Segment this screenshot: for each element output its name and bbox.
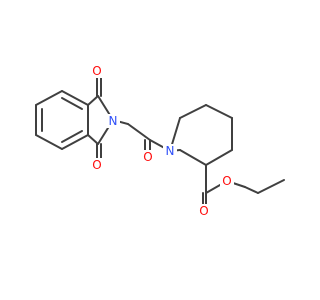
bonds xyxy=(35,75,285,208)
label-mask xyxy=(90,64,104,78)
bond xyxy=(205,149,233,166)
bond xyxy=(87,134,99,145)
bond xyxy=(61,90,89,106)
molecule-structure: O O N O N O O xyxy=(35,64,285,218)
bond xyxy=(61,97,83,110)
oxygen-atom-ester-alkoxy: O xyxy=(222,174,231,188)
oxygen-atom-top: O xyxy=(92,64,101,78)
bond xyxy=(35,90,63,106)
nitrogen-atom-imide: N xyxy=(109,114,118,128)
bond xyxy=(205,104,233,119)
oxygen-atom-amide: O xyxy=(143,150,152,164)
bond xyxy=(61,134,89,150)
bond xyxy=(61,130,83,143)
molecule-canvas: O O N O N O O xyxy=(35,64,285,218)
label-mask xyxy=(106,114,120,128)
oxygen-atom-bottom: O xyxy=(92,158,101,172)
atom-labels: O O N O N O O xyxy=(90,64,234,218)
label-mask xyxy=(220,174,234,188)
bond xyxy=(244,186,259,194)
bond xyxy=(87,95,99,106)
bond xyxy=(127,123,151,141)
label-mask xyxy=(197,204,211,218)
label-mask xyxy=(163,144,177,158)
label-mask xyxy=(90,158,104,172)
oxygen-atom-ester-carbonyl: O xyxy=(199,204,208,218)
bond xyxy=(179,149,207,166)
bond xyxy=(35,134,63,150)
bond xyxy=(179,104,207,119)
nitrogen-atom-piperidine: N xyxy=(166,144,175,158)
bond xyxy=(257,179,285,194)
label-mask xyxy=(141,150,155,164)
